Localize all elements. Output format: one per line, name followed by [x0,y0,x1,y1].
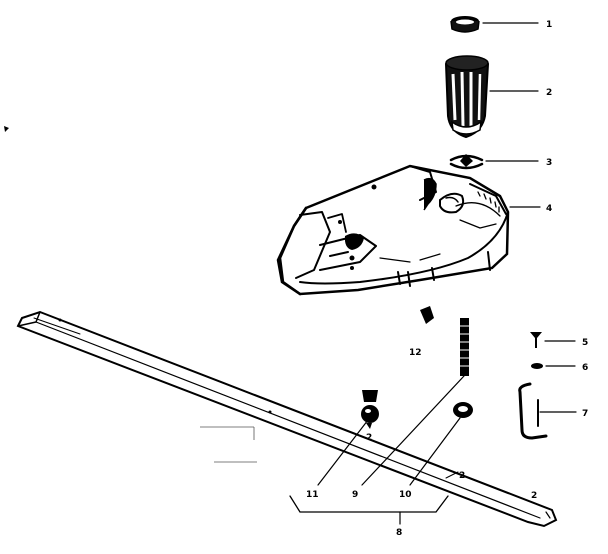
callout-11: 11 [306,490,319,500]
callout-2-bottom: 2 [459,471,465,481]
part-12-key [420,306,434,324]
callout-2: 2 [546,88,552,98]
part-9-stud [460,318,469,376]
part-1-cap [450,16,480,33]
part-6-small-washer [531,363,543,369]
callout-3: 3 [546,158,552,168]
callout-6: 6 [582,363,588,373]
part-11-plunger [361,390,379,429]
callout-9: 9 [352,490,358,500]
callout-10: 10 [399,490,412,500]
part-7-pointer [518,382,548,440]
callout-12: 12 [409,348,422,358]
callout-7: 7 [582,409,588,419]
callout-4: 4 [546,204,552,214]
callout-1: 1 [546,20,552,30]
faint-rule-lines [200,426,257,463]
leader-line-10 [409,417,461,486]
leader-line-2-bottom [445,471,459,479]
part-2-knob-handle [444,55,490,139]
leader-line-11 [317,419,369,486]
callout-2-bar: 2 [531,491,537,501]
miter-bar [16,310,558,528]
part-5-screw [530,332,542,348]
part-4-gauge-body [276,164,510,296]
callout-8: 8 [396,528,402,538]
stray-mark [4,126,9,132]
callout-2-plunger: 2 [366,433,372,443]
leader-line-9 [361,375,465,486]
callout-5: 5 [582,338,588,348]
group-bracket-8 [289,495,449,513]
part-10-nut [453,402,473,418]
part-3-washer [449,154,484,170]
